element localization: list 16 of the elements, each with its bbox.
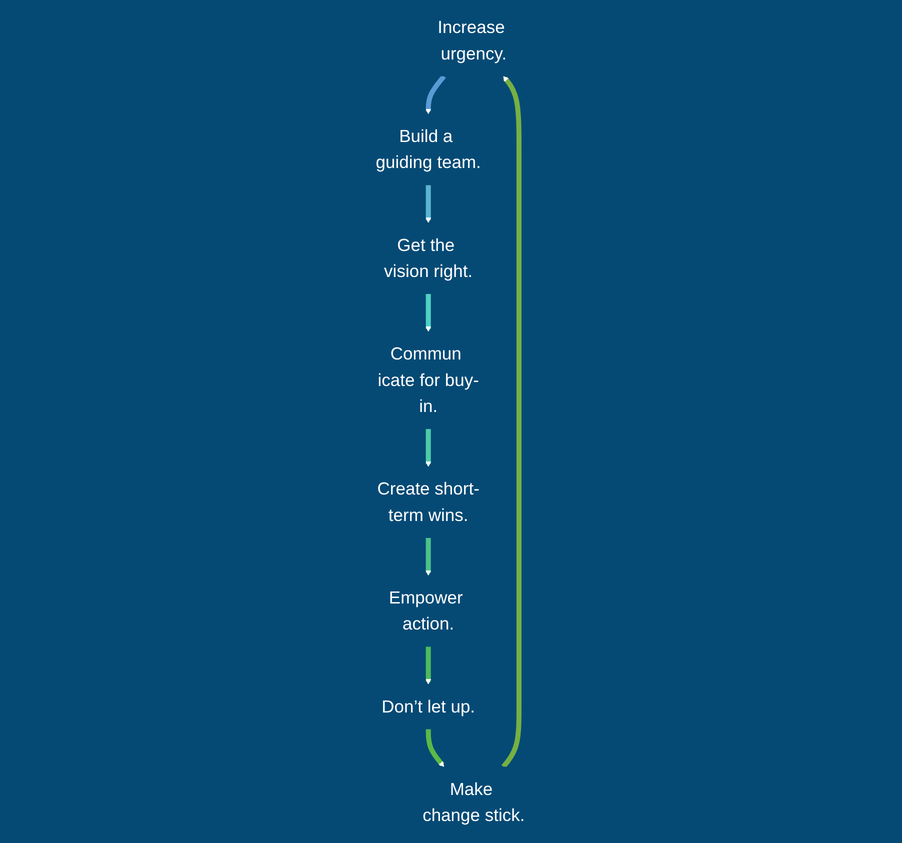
node-text: Create short-term wins.: [377, 479, 480, 525]
node-text: Get the vision right.: [384, 235, 473, 281]
node-text: Commun icate for buy-in.: [378, 344, 479, 416]
node-text: Make change stick.: [422, 779, 525, 825]
arrow: [426, 429, 432, 467]
arrow: [426, 538, 432, 576]
arrow: [426, 646, 432, 684]
arrow: [501, 76, 522, 768]
arrow: [426, 294, 432, 332]
arrow: [426, 185, 432, 223]
node-text: Don’t let up.: [382, 696, 476, 716]
node-text: Build a guiding team.: [376, 126, 481, 172]
node-text: Empower action.: [388, 588, 463, 634]
node-text: Increase urgency.: [438, 18, 507, 64]
arrow: [426, 729, 444, 767]
arrow: [426, 74, 446, 114]
